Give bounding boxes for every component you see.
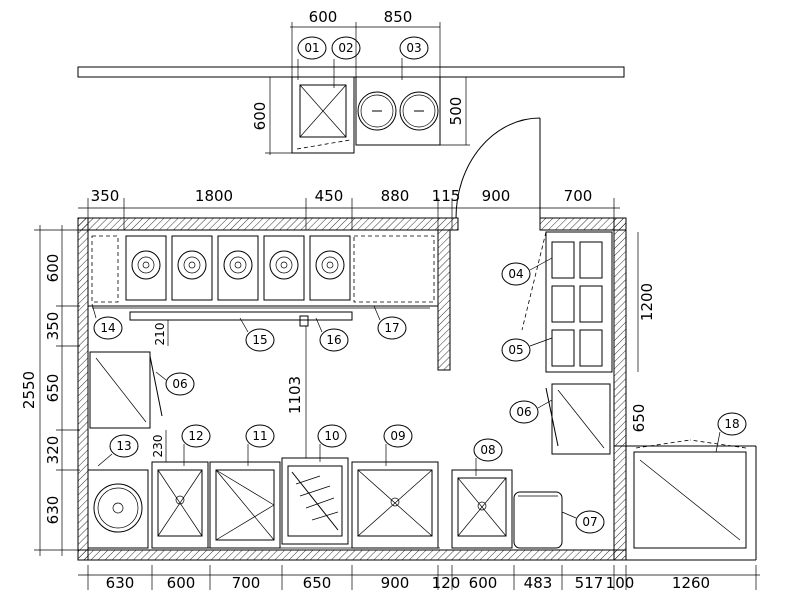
tag-16: 16 xyxy=(315,317,349,352)
svg-text:16: 16 xyxy=(326,333,341,347)
tag-02: 02 xyxy=(331,36,361,88)
dim-wall-bottom-6: 600 xyxy=(469,574,498,592)
dim-inner-0: 210 xyxy=(153,323,167,346)
wall-top-dimensions: 350 1800 450 880 115 900 700 xyxy=(78,187,620,230)
top-double-pot xyxy=(355,76,441,146)
svg-text:06: 06 xyxy=(172,377,187,391)
tag-07: 07 xyxy=(561,510,605,534)
tag-06a: 06 xyxy=(155,371,195,396)
burner xyxy=(125,235,167,301)
round-pot-unit xyxy=(87,469,149,549)
dim-top-side-1: 500 xyxy=(447,97,465,126)
tag-15: 15 xyxy=(239,317,275,352)
dim-wall-bottom-0: 630 xyxy=(106,574,135,592)
top-dimensions: 600 850 600 500 xyxy=(251,8,470,155)
dim-wall-bottom-4: 900 xyxy=(381,574,410,592)
dim-wall-bottom-8: 517 xyxy=(575,574,604,592)
tag-06b: 06 xyxy=(509,399,553,424)
tag-09: 09 xyxy=(383,424,413,466)
dim-right-1: 650 xyxy=(630,404,648,433)
right-equipment xyxy=(521,231,747,549)
tag-18: 18 xyxy=(715,412,747,453)
dim-top-side-0: 600 xyxy=(251,102,269,131)
dim-wall-top-2: 450 xyxy=(315,187,344,205)
dim-top-1: 850 xyxy=(384,8,413,26)
svg-text:13: 13 xyxy=(116,439,131,453)
dim-top-0: 600 xyxy=(309,8,338,26)
dim-left-3: 650 xyxy=(44,374,62,403)
dim-wall-bottom-7: 483 xyxy=(524,574,553,592)
right-dimensions: 1200 650 xyxy=(625,232,656,454)
dim-inner-2: 230 xyxy=(151,435,165,458)
stove-counter xyxy=(87,229,439,327)
svg-text:02: 02 xyxy=(338,41,353,55)
svg-text:17: 17 xyxy=(384,321,399,335)
tag-14: 14 xyxy=(91,303,123,340)
dim-left-2: 350 xyxy=(44,312,62,341)
tag-01: 01 xyxy=(297,36,327,80)
burner xyxy=(309,235,351,301)
dim-left-1: 600 xyxy=(44,254,62,283)
dim-wall-top-5: 900 xyxy=(482,187,511,205)
svg-text:07: 07 xyxy=(582,515,597,529)
svg-text:14: 14 xyxy=(100,321,115,335)
dim-wall-top-3: 880 xyxy=(381,187,410,205)
burner xyxy=(171,235,213,301)
dim-wall-top-1: 1800 xyxy=(195,187,233,205)
dim-wall-bottom-2: 700 xyxy=(232,574,261,592)
wall-bottom-dimensions: 630 600 700 650 900 120 600 483 517 100 … xyxy=(78,565,760,592)
dim-inner-1: 1103 xyxy=(286,376,304,414)
tag-11: 11 xyxy=(245,424,275,466)
dim-left-0: 2550 xyxy=(20,371,38,409)
svg-text:01: 01 xyxy=(304,41,319,55)
tag-17: 17 xyxy=(373,305,407,340)
svg-text:06: 06 xyxy=(516,405,531,419)
tag-12: 12 xyxy=(181,424,211,466)
tag-13: 13 xyxy=(97,434,139,467)
tag-callouts: 01 02 03 04 05 06 06 07 08 09 10 11 12 1… xyxy=(91,36,747,534)
prep-table xyxy=(633,451,747,549)
left-dimensions: 2550 600 350 650 320 630 xyxy=(20,225,80,556)
stock-pot xyxy=(513,491,563,549)
top-sink-cabinet xyxy=(291,76,355,154)
dim-wall-bottom-3: 650 xyxy=(303,574,332,592)
left-equipment xyxy=(87,351,163,549)
dim-wall-top-4: 115 xyxy=(432,187,461,205)
svg-text:12: 12 xyxy=(188,429,203,443)
tag-03: 03 xyxy=(399,36,429,80)
tag-04: 04 xyxy=(501,257,553,286)
tag-05: 05 xyxy=(501,337,553,362)
dim-wall-bottom-10: 1260 xyxy=(672,574,710,592)
dim-wall-bottom-1: 600 xyxy=(167,574,196,592)
tag-10: 10 xyxy=(317,424,347,462)
bottom-equipment xyxy=(151,457,563,549)
tag-08: 08 xyxy=(473,438,503,476)
svg-text:15: 15 xyxy=(252,333,267,347)
burner xyxy=(263,235,305,301)
top-counter-bar xyxy=(77,66,625,78)
svg-text:08: 08 xyxy=(480,443,495,457)
svg-text:09: 09 xyxy=(390,429,405,443)
inner-dimensions: 210 1103 230 xyxy=(151,320,307,462)
dim-wall-bottom-5: 120 xyxy=(432,574,461,592)
svg-text:05: 05 xyxy=(508,343,523,357)
dim-wall-top-0: 350 xyxy=(91,187,120,205)
burner-row xyxy=(125,235,351,301)
dim-left-5: 630 xyxy=(44,496,62,525)
dim-right-0: 1200 xyxy=(638,283,656,321)
top-sink-basin xyxy=(299,84,347,138)
top-counter xyxy=(77,66,625,154)
svg-text:11: 11 xyxy=(252,429,267,443)
svg-text:03: 03 xyxy=(406,41,421,55)
burner xyxy=(217,235,259,301)
dim-wall-bottom-9: 100 xyxy=(606,574,635,592)
svg-text:04: 04 xyxy=(508,267,523,281)
dim-left-4: 320 xyxy=(44,436,62,465)
svg-text:18: 18 xyxy=(724,417,739,431)
gas-pipe xyxy=(129,311,353,321)
svg-text:10: 10 xyxy=(324,429,339,443)
dim-wall-top-6: 700 xyxy=(564,187,593,205)
